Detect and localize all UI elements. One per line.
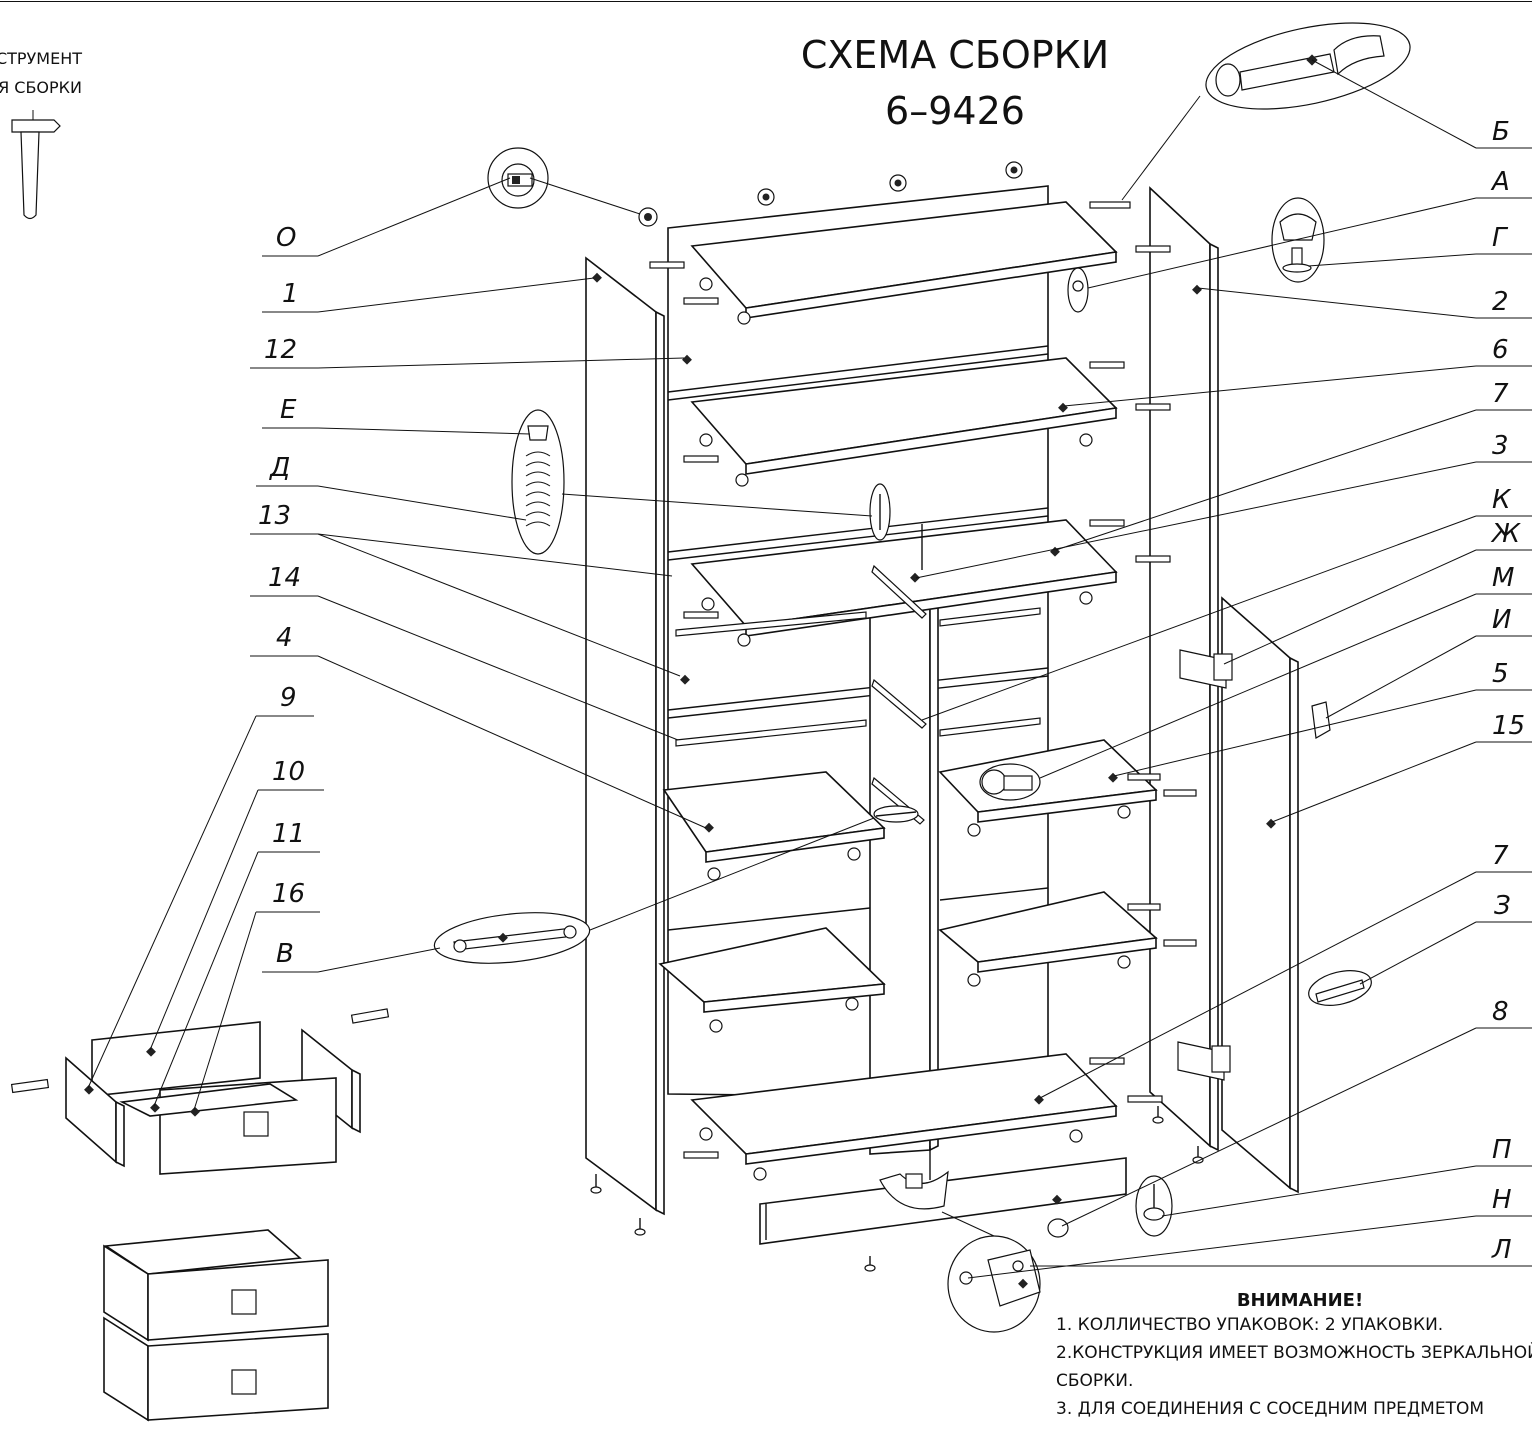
detail-v-inline <box>873 805 919 823</box>
label-part-4: 4 <box>276 623 293 653</box>
label-part-14: 14 <box>268 563 301 593</box>
label-part-11: 11 <box>272 819 305 849</box>
label-part-i: И <box>1492 605 1511 635</box>
shelf-right-lower-2 <box>938 891 1158 973</box>
label-part-1: 1 <box>282 279 299 309</box>
label-part-8: 8 <box>1492 997 1509 1027</box>
top-fittings <box>638 161 1023 227</box>
leader-b-bolt <box>1121 95 1201 201</box>
detail-n-leg <box>1047 1218 1069 1238</box>
hammer-icon <box>11 110 61 220</box>
label-part-zh: Ж <box>1490 519 1521 549</box>
detail-o-cam-nut <box>487 147 549 209</box>
detail-b-bolt <box>1205 22 1411 110</box>
leader-o-fitting <box>529 177 641 215</box>
shelf-upper <box>690 357 1118 475</box>
cam-fittings <box>699 277 1131 1181</box>
label-part-12: 12 <box>264 335 297 365</box>
label-part-5: 5 <box>1492 659 1509 689</box>
shelf-bottom <box>690 1053 1118 1165</box>
notes-line-4: 3. ДЛЯ СОЕДИНЕНИЯ С СОСЕДНИМ ПРЕДМЕТОМ <box>1056 1399 1484 1419</box>
drawer-exploded <box>10 1008 390 1175</box>
leg-bracket <box>879 1170 949 1210</box>
notes-block: ВНИМАНИЕ! 1. КОЛЛИЧЕСТВО УПАКОВОК: 2 УПА… <box>1056 1290 1532 1419</box>
labels-left: О 1 12 Е Д 13 14 4 9 10 11 16 В <box>87 177 707 1111</box>
notes-heading: ВНИМАНИЕ! <box>1237 1290 1363 1311</box>
label-part-o: О <box>276 223 296 253</box>
leader-v <box>589 817 875 931</box>
detail-i-knob <box>979 763 1041 801</box>
detail-p-pin <box>1135 1175 1173 1237</box>
label-part-a: А <box>1490 167 1510 197</box>
drawer-rails <box>675 564 1041 825</box>
label-part-2: 2 <box>1492 287 1509 317</box>
leader-d <box>561 493 873 517</box>
label-part-e: Е <box>280 395 297 425</box>
label-part-6: 6 <box>1492 335 1509 365</box>
label-part-k: К <box>1492 485 1512 515</box>
side-panel-left <box>585 256 665 1216</box>
label-part-7-bottom: 7 <box>1492 841 1509 871</box>
notes-line-2: 2.КОНСТРУКЦИЯ ИМЕЕТ ВОЗМОЖНОСТЬ ЗЕРКАЛЬН… <box>1056 1341 1532 1363</box>
label-part-n: Н <box>1492 1185 1512 1215</box>
center-divider <box>869 574 939 1155</box>
label-part-7-top: 7 <box>1492 379 1509 409</box>
notes-line-3: СБОРКИ. <box>1056 1371 1133 1391</box>
shelf-left-lower-2 <box>658 927 886 1013</box>
detail-v-dowel <box>433 912 591 964</box>
tool-label-line-2: ДЛЯ СБОРКИ <box>0 78 82 97</box>
label-part-l: Л <box>1491 1235 1512 1265</box>
door-panel <box>1221 596 1299 1194</box>
label-part-v: В <box>276 939 294 969</box>
notes-line-1: 1. КОЛЛИЧЕСТВО УПАКОВОК: 2 УПАКОВКИ. <box>1056 1315 1443 1335</box>
detail-a-cam-inline <box>1067 267 1089 313</box>
label-part-16: 16 <box>272 879 305 909</box>
shelf-left-lower-1 <box>662 771 886 863</box>
detail-a-cam <box>1271 197 1325 283</box>
detail-l-bracket <box>947 1235 1041 1333</box>
label-part-p: П <box>1492 1135 1512 1165</box>
labels-right: Б А Г 2 6 7 3 К Ж М И 5 15 7 З 8 П <box>915 59 1532 1279</box>
tool-label-line-1: ИНСТРУМЕНТ <box>0 49 82 68</box>
detail-e-d-screw <box>511 409 565 555</box>
hinges <box>1177 649 1233 1081</box>
label-part-3: 3 <box>1492 431 1509 461</box>
door-handle <box>1311 701 1331 739</box>
label-part-b: Б <box>1492 117 1510 147</box>
detail-z-bolt <box>1308 970 1372 1006</box>
label-part-z: З <box>1494 891 1511 921</box>
bolts-panel <box>649 201 1197 1159</box>
label-part-13: 13 <box>258 501 291 531</box>
legs <box>590 1106 1204 1272</box>
label-part-d: Д <box>269 453 290 483</box>
detail-d-inline <box>869 483 923 570</box>
drawers-assembled <box>103 1229 329 1422</box>
label-part-g: Г <box>1492 223 1509 253</box>
label-part-m: М <box>1492 563 1514 593</box>
title-line-1: СХЕМА СБОРКИ <box>801 33 1109 77</box>
label-part-15: 15 <box>1492 711 1525 741</box>
leader-l-bracket <box>941 1211 995 1237</box>
title-line-2: 6–9426 <box>885 89 1025 133</box>
label-part-9: 9 <box>280 683 297 713</box>
label-part-10: 10 <box>272 757 305 787</box>
